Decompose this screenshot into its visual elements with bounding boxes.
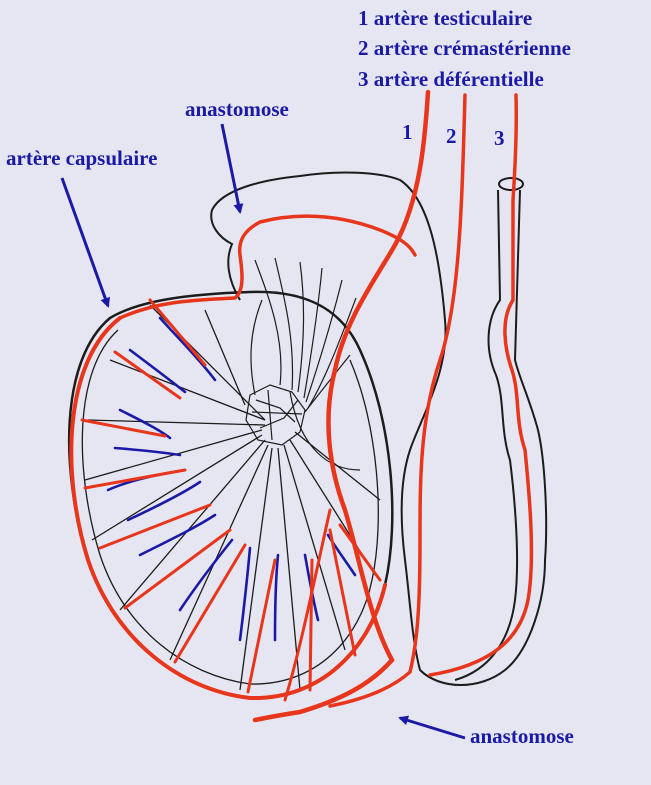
vessel-number-2: 2: [446, 124, 457, 148]
cremasteric-artery: [328, 93, 467, 708]
legend-item-3: 3 artère déférentielle: [358, 67, 544, 91]
legend-item-2: 2 artère crémastérienne: [358, 36, 571, 60]
vessel-number-3: 3: [494, 126, 505, 150]
anastomosis-artery-top: [118, 214, 417, 320]
deferential-artery: [428, 93, 534, 677]
callout-anastomose-top: anastomose: [185, 97, 289, 121]
callout-arrows: [60, 123, 466, 740]
anastomose-bottom-arrow: [398, 715, 466, 740]
callout-anastomose-bottom: anastomose: [470, 724, 574, 748]
epididymis-outline: [210, 171, 548, 686]
anastomose-top-arrow: [220, 123, 244, 214]
vas-deferens-opening: [498, 177, 524, 191]
veins: [106, 316, 357, 642]
legend-item-1: 1 artère testiculaire: [358, 6, 533, 30]
callout-artere-capsulaire: artère capsulaire: [6, 146, 158, 170]
capsular-artery: [69, 316, 387, 701]
vas-deferens-outline: [454, 189, 519, 681]
testicular-artery: [252, 89, 431, 723]
rete-testis: [245, 257, 361, 471]
capsulaire-arrow: [60, 177, 110, 308]
arteries: [69, 89, 534, 723]
vessel-number-1: 1: [402, 120, 413, 144]
